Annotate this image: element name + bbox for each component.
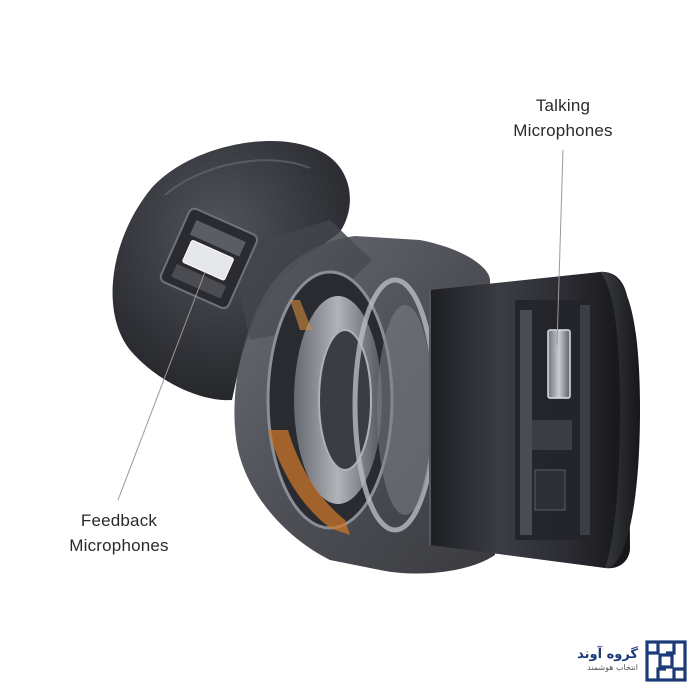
feedback-callout-line <box>117 271 206 501</box>
maze-square-logo-icon <box>645 640 687 682</box>
talking-microphones-label: Talking Microphones <box>496 93 630 143</box>
brand-name: گروه آوند <box>577 647 638 662</box>
feedback-microphone <box>159 207 259 310</box>
talking-callout-line <box>556 149 564 346</box>
feedback-label-line1: Feedback <box>80 511 158 530</box>
feedback-label-line2: Microphones <box>69 536 169 555</box>
earbud-outer-cap <box>600 271 640 569</box>
brand-text: گروه آوند انتخاب هوشمند <box>577 647 638 673</box>
brand-watermark: گروه آوند انتخاب هوشمند <box>570 633 696 689</box>
talking-label-line1: Talking <box>535 96 591 115</box>
brand-tagline: انتخاب هوشمند <box>587 663 638 672</box>
flex-circuit <box>268 430 350 535</box>
feedback-microphones-label: Feedback Microphones <box>52 508 186 558</box>
talking-label-line2: Microphones <box>513 121 613 140</box>
talking-microphone <box>547 329 571 399</box>
